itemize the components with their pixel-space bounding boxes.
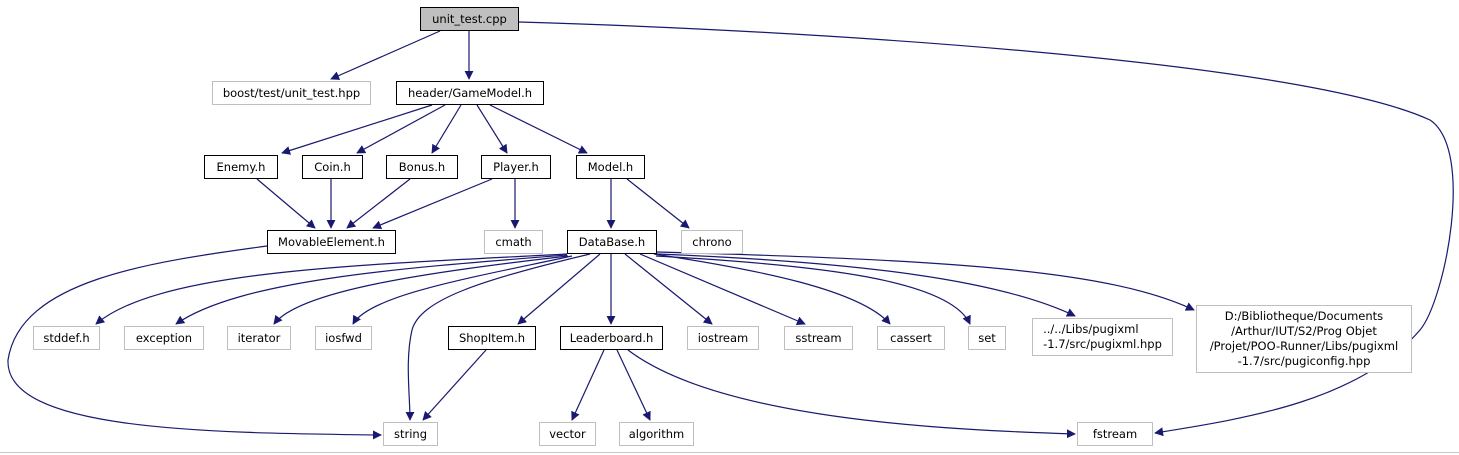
node-exception: exception — [124, 326, 204, 350]
node-iterator: iterator — [227, 326, 291, 350]
edge-database-to-stddef — [95, 253, 568, 325]
edge-leaderboard-to-algorithm — [616, 349, 651, 421]
edge-gamemodel-to-coin — [356, 104, 446, 154]
edge-gamemodel-to-player — [476, 104, 508, 154]
edge-gamemodel-to-enemy — [281, 104, 433, 155]
edge-model-to-chrono — [626, 178, 690, 229]
edge-leaderboard-to-fstream — [627, 349, 1076, 439]
node-sstream: sstream — [784, 326, 853, 350]
node-player-h[interactable]: Player.h — [481, 155, 551, 179]
edge-database-to-iostream — [624, 253, 713, 325]
node-vector: vector — [539, 422, 596, 446]
edge-database-to-iterator — [273, 255, 569, 325]
edge-database-to-pugiconfig — [656, 251, 1195, 311]
node-gamemodel-h[interactable]: header/GameModel.h — [396, 81, 544, 105]
node-chrono: chrono — [681, 230, 743, 254]
node-fstream: fstream — [1077, 422, 1153, 446]
node-leaderboard-h[interactable]: Leaderboard.h — [560, 326, 663, 350]
node-bonus-h[interactable]: Bonus.h — [386, 155, 458, 179]
edge-database-to-set — [655, 255, 971, 325]
node-coin-h[interactable]: Coin.h — [302, 155, 363, 179]
edge-database-to-sstream — [639, 253, 806, 325]
edge-database-to-shopitem — [517, 253, 601, 325]
node-algorithm: algorithm — [619, 422, 694, 446]
edge-enemy-to-movable — [256, 178, 316, 229]
edge-database-to-cassert — [653, 253, 891, 325]
edge-shopitem-to-string — [422, 349, 487, 421]
node-iosfwd: iosfwd — [315, 326, 372, 350]
node-model-h[interactable]: Model.h — [576, 155, 645, 179]
edge-database-to-exception — [175, 254, 568, 325]
edge-unit-test-to-fstream — [518, 21, 1454, 437]
edge-bonus-to-movable — [346, 178, 411, 229]
edge-database-to-iosfwd — [352, 255, 573, 325]
node-unit-test-cpp[interactable]: unit_test.cpp — [420, 7, 519, 31]
node-cassert: cassert — [877, 326, 945, 350]
node-boost-unit-test-hpp: boost/test/unit_test.hpp — [212, 81, 371, 105]
node-cmath: cmath — [484, 230, 543, 254]
node-enemy-h[interactable]: Enemy.h — [204, 155, 278, 179]
node-set: set — [968, 326, 1006, 350]
node-pugixml-hpp: ../../Libs/pugixml -1.7/src/pugixml.hpp — [1032, 318, 1173, 356]
edge-leaderboard-to-vector — [571, 349, 605, 421]
node-movableelement-h[interactable]: MovableElement.h — [267, 230, 396, 254]
edge-database-to-string — [405, 253, 591, 421]
bottom-border — [0, 452, 1459, 453]
node-database-h[interactable]: DataBase.h — [567, 230, 657, 254]
node-stddef-h: stddef.h — [33, 326, 100, 350]
edge-movable-to-string — [7, 245, 382, 440]
node-shopitem-h[interactable]: ShopItem.h — [448, 326, 536, 350]
edge-gamemodel-to-model — [489, 104, 588, 154]
node-iostream: iostream — [687, 326, 759, 350]
node-string: string — [383, 422, 438, 446]
edge-unit-test-to-boost — [330, 30, 441, 80]
edge-player-to-movable — [372, 178, 493, 230]
node-pugiconfig-hpp: D:/Bibliotheque/Documents /Arthur/IUT/S2… — [1196, 305, 1412, 373]
edge-gamemodel-to-bonus — [431, 104, 462, 154]
edge-database-to-pugixml — [656, 253, 1076, 317]
